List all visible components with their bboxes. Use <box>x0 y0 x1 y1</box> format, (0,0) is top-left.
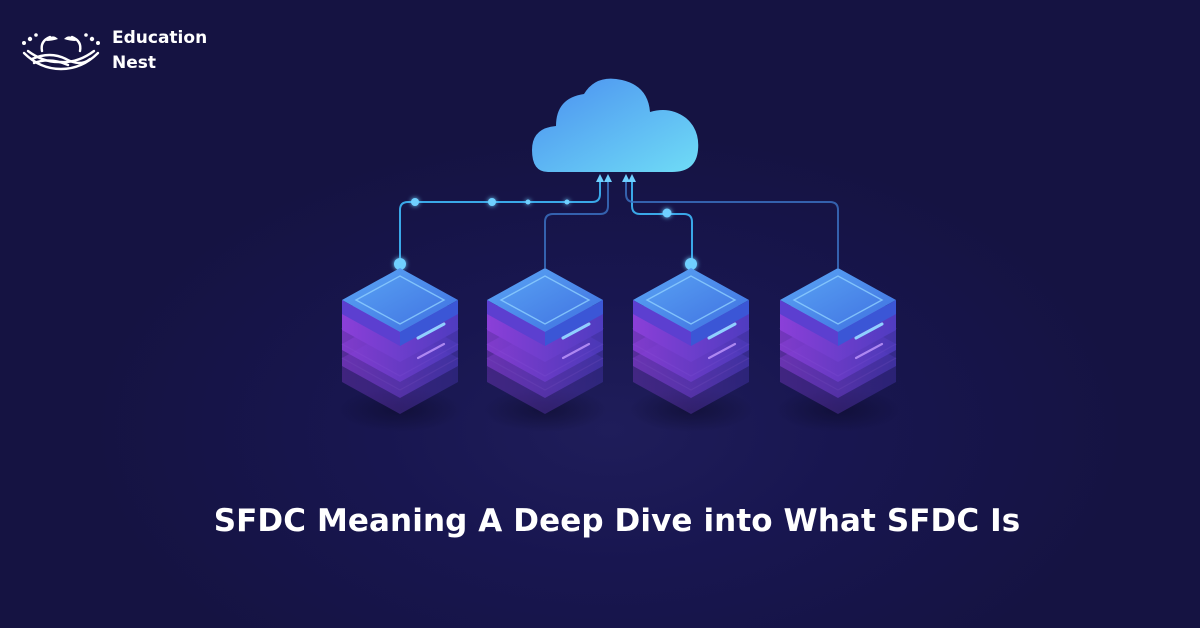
brand-name-line2: Nest <box>112 53 157 73</box>
server-stack-icon <box>481 266 609 434</box>
brand-logo[interactable]: Education Nest <box>20 26 207 76</box>
cloud-icon <box>532 78 699 172</box>
nest-birds-icon <box>22 33 100 71</box>
connector-dots <box>394 198 697 270</box>
server-stack-icon <box>774 266 902 434</box>
server-stack-icon <box>336 266 464 434</box>
arrow-heads <box>596 174 636 182</box>
brand-name-line1: Education <box>112 28 208 48</box>
server-stack-icon <box>627 266 755 434</box>
brand-name: Education Nest <box>112 26 207 76</box>
connector-lines <box>399 176 839 268</box>
page-title: SFDC Meaning A Deep Dive into What SFDC … <box>213 503 1021 539</box>
